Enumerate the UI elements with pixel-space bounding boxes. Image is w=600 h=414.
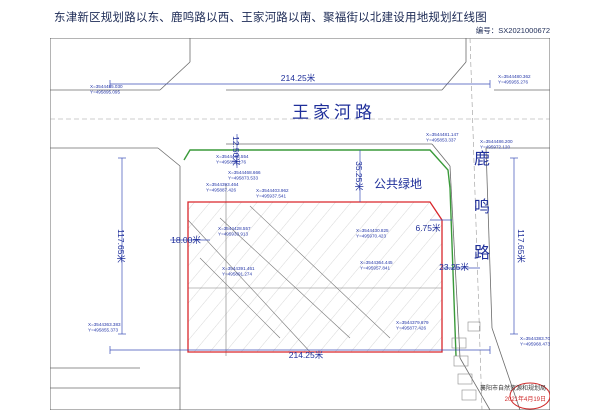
road-name-east-3: 路	[474, 244, 490, 262]
public-green-label: 公共绿地	[374, 176, 422, 191]
road-name-east-1: 鹿	[474, 150, 490, 168]
parcel-internal-lines	[187, 184, 442, 356]
road-centerlines	[50, 38, 550, 410]
dimension-lines	[109, 80, 518, 354]
official-stamp: 襄阳市自然资源和规划局 2021年4月19日	[480, 382, 550, 410]
dim-north-setback: 12.50米	[231, 136, 241, 166]
dim-bottom-width: 214.25米	[289, 350, 324, 360]
planning-map: 王家河路 鹿 鸣 路 公共绿地 214.25米 214.25米 117.65米 …	[50, 38, 550, 410]
dim-east-small: 6.75米	[415, 223, 441, 233]
dim-top-width: 214.25米	[281, 73, 316, 83]
dim-green-depth: 35.25米	[354, 161, 364, 191]
dim-west-setback: 18.00米	[171, 235, 201, 245]
dim-left-height: 117.65米	[116, 229, 126, 263]
stamp-org: 襄阳市自然资源和规划局	[480, 384, 546, 392]
dim-right-height: 117.65米	[516, 229, 526, 263]
green-belt-outline	[183, 149, 457, 357]
map-title: 东津新区规划路以东、鹿鸣路以西、王家河路以南、聚福街以北建设用地规划红线图	[54, 12, 487, 24]
dim-east-setback: 23.25米	[439, 262, 469, 272]
road-edges	[50, 38, 550, 410]
land-parcel	[188, 202, 442, 352]
road-name-north: 王家河路	[292, 103, 376, 122]
adjacent-lots	[451, 321, 481, 401]
stamp-date: 2021年4月19日	[505, 395, 546, 403]
red-line-boundary	[187, 201, 443, 353]
road-name-east-2: 鸣	[474, 198, 490, 216]
document-number: 编号：SX2021000672	[475, 26, 550, 35]
